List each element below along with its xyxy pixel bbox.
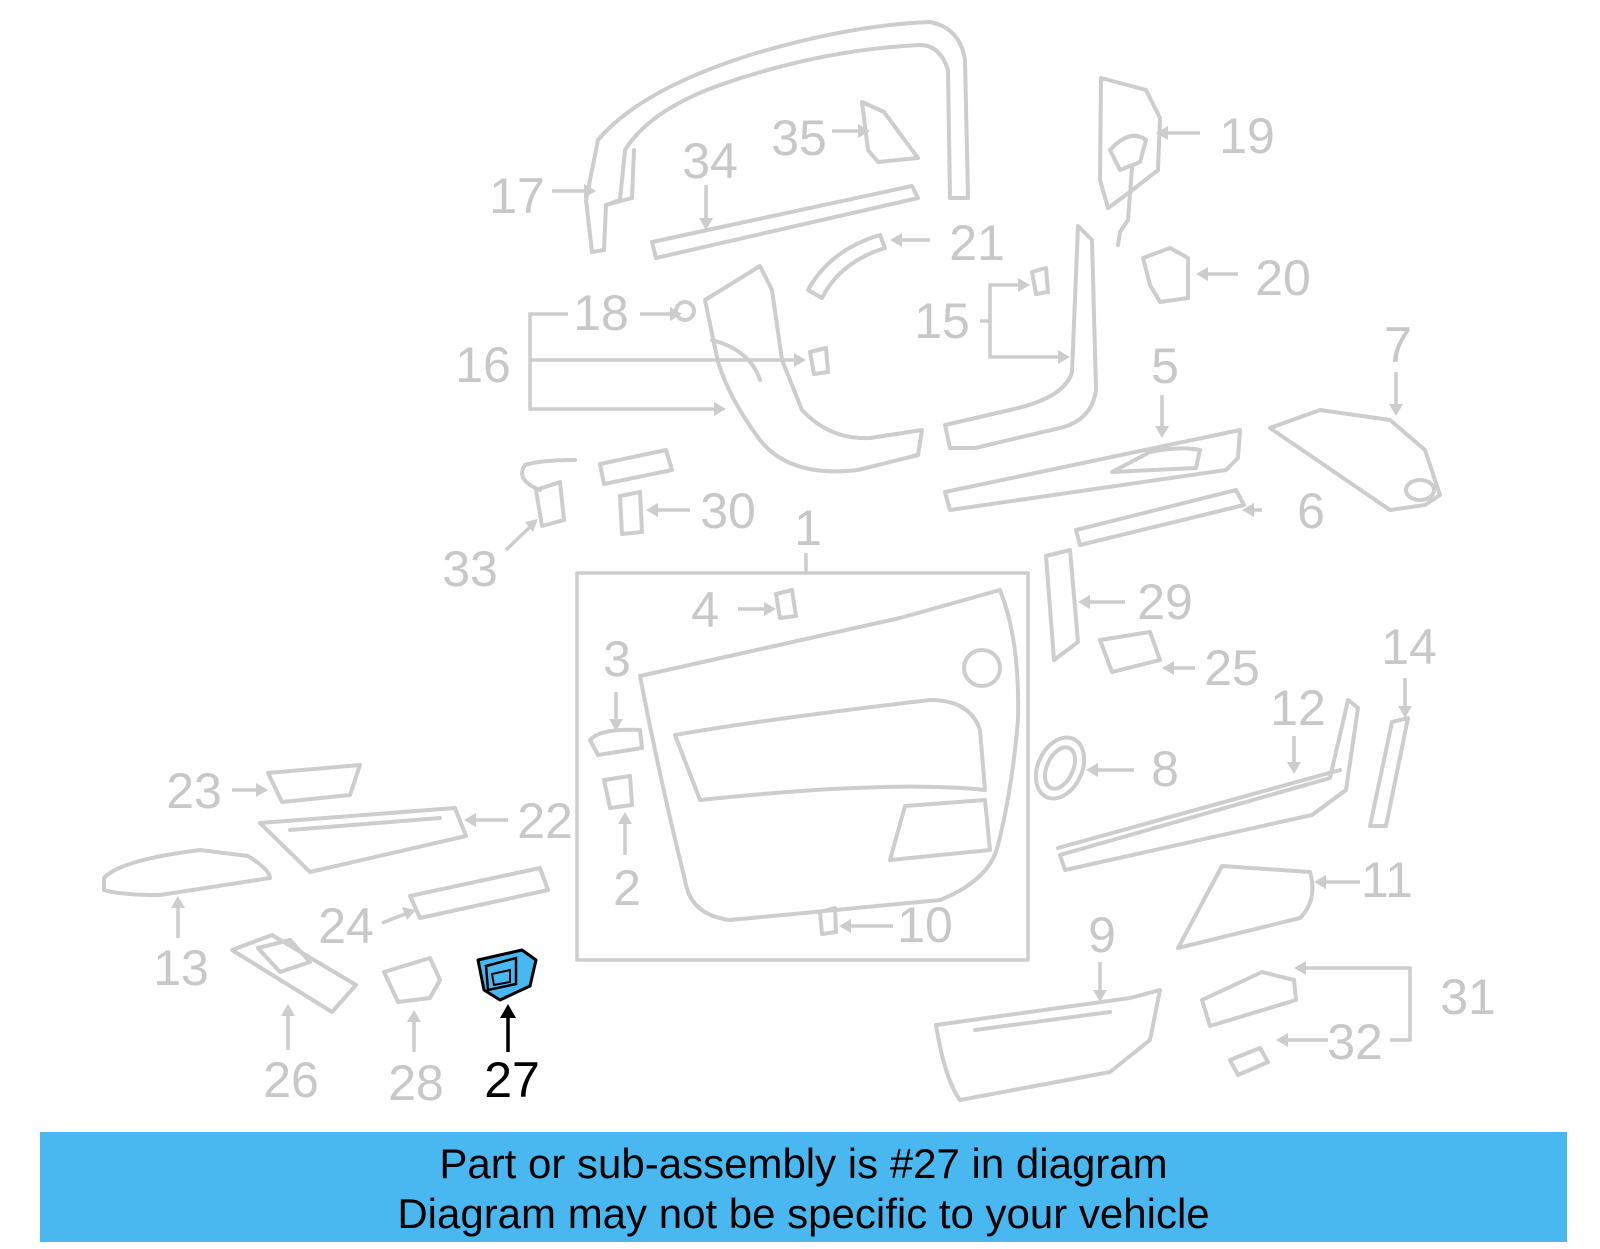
leader-lines (171, 124, 1412, 1052)
part-5-upper-trim (943, 428, 1242, 512)
callout-17: 17 (489, 168, 545, 224)
part-30-lamp (598, 448, 674, 536)
info-banner: Part or sub-assembly is #27 in diagram D… (40, 1132, 1567, 1242)
part-25-switch (1098, 630, 1162, 674)
part-27-highlighted[interactable] (476, 948, 538, 1002)
callout-24: 24 (318, 898, 374, 954)
callout-22: 22 (517, 793, 573, 849)
callout-9: 9 (1088, 907, 1116, 963)
part-32-bulb (1228, 1046, 1270, 1077)
part-21-arc-trim (806, 233, 887, 300)
callout-27[interactable]: 27 (484, 1052, 540, 1108)
part-11-trim (1176, 864, 1315, 950)
part-9-lower-pocket (934, 988, 1162, 1102)
part-20-bracket (1141, 246, 1190, 304)
part-16-clip (808, 346, 830, 376)
part-29-panel-strip (1044, 548, 1080, 662)
part-15-clip (1030, 266, 1050, 296)
callout-7: 7 (1384, 317, 1412, 373)
part-23-trim (266, 763, 362, 804)
callout-11: 11 (1361, 852, 1413, 908)
callout-34: 34 (682, 133, 738, 189)
callout-15: 15 (914, 293, 970, 349)
callout-31: 31 (1440, 969, 1496, 1025)
callout-28: 28 (388, 1055, 444, 1111)
callout-4: 4 (691, 582, 719, 638)
part-6-strip (1074, 488, 1246, 547)
callout-2: 2 (613, 860, 641, 916)
callout-29: 29 (1137, 574, 1193, 630)
callout-10: 10 (897, 897, 953, 953)
part-1-door-panel (638, 588, 1021, 922)
callout-8: 8 (1151, 741, 1179, 797)
part-10-clip (818, 906, 838, 936)
part-18-grommet (674, 300, 696, 322)
callout-30: 30 (700, 483, 756, 539)
banner-line-2: Diagram may not be specific to your vehi… (397, 1190, 1210, 1237)
part-13-armrest (102, 848, 272, 897)
part-19-handle-housing (1098, 76, 1162, 247)
part-1-frame (575, 571, 1030, 962)
callout-33: 33 (442, 541, 498, 597)
part-3-pull-cup (588, 727, 644, 757)
callout-26: 26 (263, 1052, 319, 1108)
callout-14: 14 (1381, 619, 1437, 675)
part-35-corner-trim (860, 100, 920, 164)
callout-13: 13 (153, 940, 209, 996)
callout-19: 19 (1219, 108, 1275, 164)
callout-16: 16 (455, 337, 511, 393)
callout-20: 20 (1255, 250, 1311, 306)
part-7-speaker-bracket (1268, 408, 1442, 512)
callout-23: 23 (166, 763, 222, 819)
callout-labels: 1234567891011121314151617181920212223242… (153, 108, 1496, 1111)
part-22-switch-bezel (258, 806, 468, 874)
part-28-switch (382, 956, 442, 1004)
part-24-trim (408, 866, 550, 920)
part-31-handle (1200, 970, 1298, 1028)
part-34-belt-strip (650, 184, 920, 260)
callout-5: 5 (1151, 338, 1179, 394)
part-26-switch-block (230, 933, 358, 1014)
part-12-armrest-trim (1056, 698, 1360, 872)
callout-12: 12 (1270, 680, 1326, 736)
part-16-inner-frame (703, 264, 924, 474)
part-15-inner-strip (943, 224, 1098, 450)
callout-3: 3 (603, 631, 631, 687)
part-4-clip (774, 588, 798, 620)
callout-25: 25 (1204, 640, 1260, 696)
callout-18: 18 (573, 285, 629, 341)
part-8-speaker-grille (1033, 735, 1087, 801)
part-2-clip (602, 774, 634, 810)
banner-line-1: Part or sub-assembly is #27 in diagram (439, 1140, 1168, 1187)
callout-21: 21 (949, 215, 1005, 271)
callout-35: 35 (771, 110, 827, 166)
part-33-switch (520, 458, 577, 528)
part-17-window-frame (584, 20, 970, 254)
part-14-strip (1368, 716, 1410, 828)
callout-6: 6 (1297, 483, 1325, 539)
callout-1: 1 (794, 500, 822, 556)
callout-32: 32 (1327, 1014, 1383, 1070)
